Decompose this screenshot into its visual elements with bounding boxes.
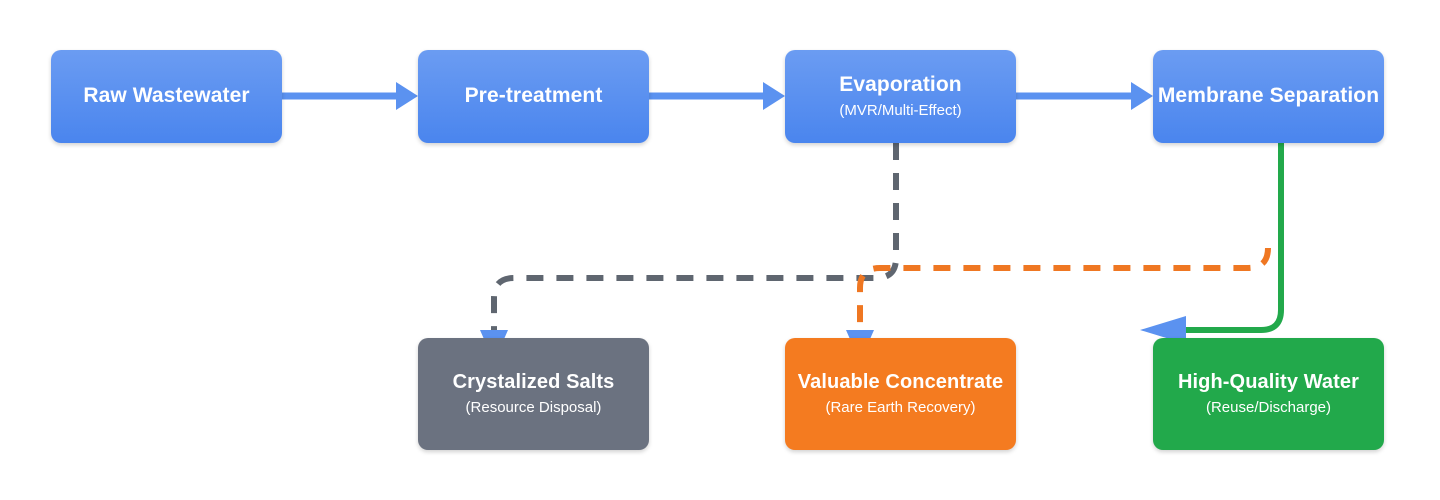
edge-pre-to-evaporation [649, 82, 785, 110]
edge-membrane-to-water [1140, 143, 1284, 344]
node-title: Valuable Concentrate [797, 371, 1004, 394]
node-subtitle: (MVR/Multi-Effect) [839, 102, 962, 120]
edge-evaporation-to-membrane [1016, 82, 1153, 110]
edge-evaporation-to-salts [480, 143, 899, 362]
node-subtitle: (Reuse/Discharge) [1205, 399, 1332, 417]
node-crystalized-salts[interactable]: Crystalized Salts (Resource Disposal) [418, 338, 649, 450]
node-title: Membrane Separation [1157, 84, 1380, 108]
node-raw-wastewater[interactable]: Raw Wastewater [51, 50, 282, 143]
node-title: Raw Wastewater [83, 84, 250, 108]
node-high-quality-water[interactable]: High-Quality Water (Reuse/Discharge) [1153, 338, 1384, 450]
node-subtitle: (Rare Earth Recovery) [825, 399, 976, 417]
node-pre-treatment[interactable]: Pre-treatment [418, 50, 649, 143]
node-valuable-concentrate[interactable]: Valuable Concentrate (Rare Earth Recover… [785, 338, 1016, 450]
node-title: Evaporation [839, 73, 962, 97]
edge-raw-to-pre [282, 82, 418, 110]
node-evaporation[interactable]: Evaporation (MVR/Multi-Effect) [785, 50, 1016, 143]
node-title: Crystalized Salts [452, 371, 615, 394]
node-membrane-separation[interactable]: Membrane Separation [1153, 50, 1384, 143]
node-title: Pre-treatment [464, 84, 603, 108]
node-title: High-Quality Water [1177, 371, 1360, 394]
node-subtitle: (Resource Disposal) [465, 399, 602, 417]
